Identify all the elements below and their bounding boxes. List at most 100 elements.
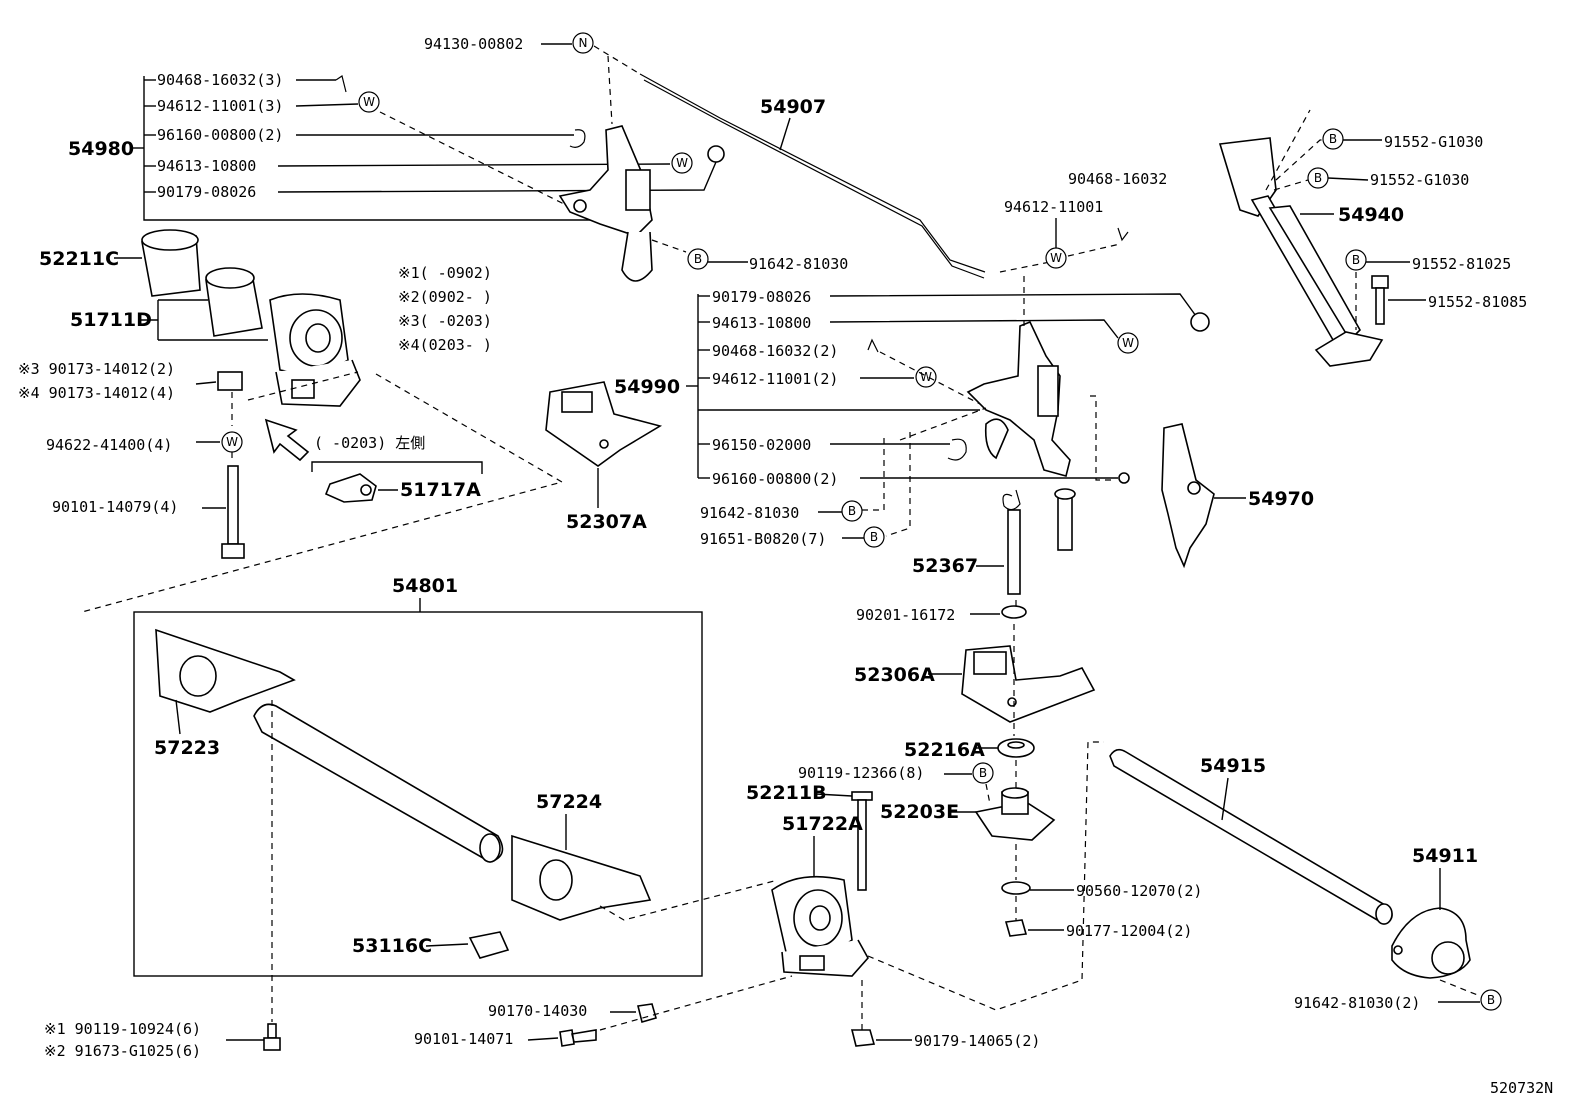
washer-symbol: W	[221, 431, 243, 453]
part-94612-11001-b[interactable]: 94612-11001	[1004, 198, 1103, 216]
part-51722A[interactable]: 51722A	[782, 813, 863, 835]
part-52211B[interactable]: 52211B	[746, 782, 827, 804]
bracket-54970	[1161, 423, 1215, 569]
svg-text:W: W	[676, 156, 688, 170]
group-54980-item-4[interactable]: 94613-10800	[157, 157, 256, 175]
group-54990-item-3[interactable]: 90468-16032(2)	[712, 342, 838, 360]
part-91552-G1030-a[interactable]: 91552-G1030	[1384, 133, 1483, 151]
svg-text:W: W	[1122, 336, 1134, 350]
part-90119-10924[interactable]: ※1 90119-10924(6)	[44, 1020, 201, 1038]
group-54980-item-3[interactable]: 96160-00800(2)	[157, 126, 283, 144]
bracket-51717A	[324, 473, 377, 503]
svg-text:B: B	[848, 504, 856, 518]
nut-90170	[637, 1003, 657, 1023]
part-52211C[interactable]: 52211C	[39, 248, 119, 270]
group-54990-item-1[interactable]: 90179-08026	[712, 288, 811, 306]
svg-text:B: B	[1314, 171, 1322, 185]
part-54907[interactable]: 54907	[760, 96, 826, 118]
group-54980-item-1[interactable]: 90468-16032(3)	[157, 71, 283, 89]
part-52367[interactable]: 52367	[912, 555, 978, 577]
part-91552-81085[interactable]: 91552-81085	[1428, 293, 1527, 311]
part-91642-81030-b[interactable]: 91642-81030	[700, 504, 799, 522]
part-91642-81030-a[interactable]: 91642-81030	[749, 255, 848, 273]
part-51717A[interactable]: 51717A	[400, 479, 481, 501]
part-54911-shape	[1391, 907, 1471, 979]
rod-54907: 54907	[639, 73, 986, 279]
bolt-52211B	[851, 791, 873, 891]
part-52203E[interactable]: 52203E	[880, 801, 959, 823]
part-90101-14079[interactable]: 90101-14079(4)	[52, 498, 178, 516]
bolt-symbol: B	[1307, 167, 1329, 189]
part-90101-14071[interactable]: 90101-14071	[414, 1030, 513, 1048]
svg-text:B: B	[1352, 253, 1360, 267]
group-54980-id: 54980	[68, 138, 134, 160]
group-54990-item-6[interactable]: 96160-00800(2)	[712, 470, 838, 488]
group-54990-item-2[interactable]: 94613-10800	[712, 314, 811, 332]
part-91552-81025[interactable]: 91552-81025	[1412, 255, 1511, 273]
part-53116C[interactable]: 53116C	[352, 935, 432, 957]
group-54980: 54980 90468-16032(3) 94612-11001(3) 9616…	[68, 71, 717, 221]
part-90560-12070[interactable]: 90560-12070(2)	[1076, 882, 1202, 900]
group-54990-item-5[interactable]: 96150-02000	[712, 436, 811, 454]
part-90119-12366[interactable]: 90119-12366(8)	[798, 764, 924, 782]
note-2: ※2(0902- )	[398, 288, 492, 306]
washer-symbol: W	[915, 366, 937, 388]
nut-symbol: N	[572, 32, 594, 54]
part-54915[interactable]: 54915	[1200, 755, 1266, 777]
part-90173-14012-b[interactable]: ※4 90173-14012(4)	[18, 384, 175, 402]
part-54911[interactable]: 54911	[1412, 845, 1478, 867]
bolt-symbol: B	[1322, 128, 1344, 150]
bolt-symbol: B	[863, 526, 885, 548]
part-90170-14030[interactable]: 90170-14030	[488, 1002, 587, 1020]
part-52216A[interactable]: 52216A	[904, 739, 985, 761]
note-3: ※3( -0203)	[398, 312, 492, 330]
hood-prop-54940	[1218, 137, 1384, 367]
mount-52203E	[974, 787, 1056, 841]
part-54940[interactable]: 54940	[1338, 204, 1404, 226]
bolt-91552-81085	[1371, 275, 1389, 325]
hook-52367	[1002, 489, 1021, 595]
nut-90179-14065	[850, 1029, 876, 1047]
part-91552-G1030-b[interactable]: 91552-G1030	[1370, 171, 1469, 189]
note-1: ※1( -0902)	[398, 264, 492, 282]
part-90468-16032-b[interactable]: 90468-16032	[1068, 170, 1167, 188]
part-90201-16172[interactable]: 90201-16172	[856, 606, 955, 624]
notes-block: ※1( -0902) ※2(0902- ) ※3( -0203) ※4(0203…	[398, 264, 492, 354]
svg-text:W: W	[363, 95, 375, 109]
part-91673-G1025[interactable]: ※2 91673-G1025(6)	[44, 1042, 201, 1060]
bolt-symbol: B	[1480, 989, 1502, 1011]
part-91642-81030-c[interactable]: 91642-81030(2)	[1294, 994, 1420, 1012]
nut-90179-08026	[1190, 312, 1210, 332]
part-90179-14065[interactable]: 90179-14065(2)	[914, 1032, 1040, 1050]
part-91651-B0820[interactable]: 91651-B0820(7)	[700, 530, 826, 548]
mount-51722A	[771, 875, 869, 977]
pin-lower	[1054, 488, 1076, 551]
part-54801[interactable]: 54801	[392, 575, 458, 597]
part-52307A[interactable]: 52307A	[566, 511, 647, 533]
part-94130-00802[interactable]: 94130-00802	[424, 35, 523, 53]
group-54980-item-5[interactable]: 90179-08026	[157, 183, 256, 201]
svg-text:W: W	[920, 370, 932, 384]
group-54980-item-2[interactable]: 94612-11001(3)	[157, 97, 283, 115]
svg-text:N: N	[579, 36, 588, 50]
crossmember-54801	[155, 628, 652, 921]
svg-text:B: B	[694, 252, 702, 266]
hood-latch-lower	[947, 320, 1071, 477]
part-57224[interactable]: 57224	[536, 791, 602, 813]
part-94622-41400[interactable]: 94622-41400(4)	[46, 436, 172, 454]
bolt-symbol: B	[1345, 249, 1367, 271]
bolt-90101-14079	[221, 465, 245, 559]
part-57223[interactable]: 57223	[154, 737, 220, 759]
part-51711D[interactable]: 51711D	[70, 309, 152, 331]
svg-text:B: B	[979, 766, 987, 780]
part-90173-14012-a[interactable]: ※3 90173-14012(2)	[18, 360, 175, 378]
clip-53116C	[468, 931, 510, 959]
bolt-90119-10924	[263, 1023, 281, 1051]
washer-90201	[1001, 605, 1027, 619]
group-54990-item-4[interactable]: 94612-11001(2)	[712, 370, 838, 388]
part-54970[interactable]: 54970	[1248, 488, 1314, 510]
part-90177-12004[interactable]: 90177-12004(2)	[1066, 922, 1192, 940]
note-4: ※4(0203- )	[398, 336, 492, 354]
part-52306A[interactable]: 52306A	[854, 664, 935, 686]
